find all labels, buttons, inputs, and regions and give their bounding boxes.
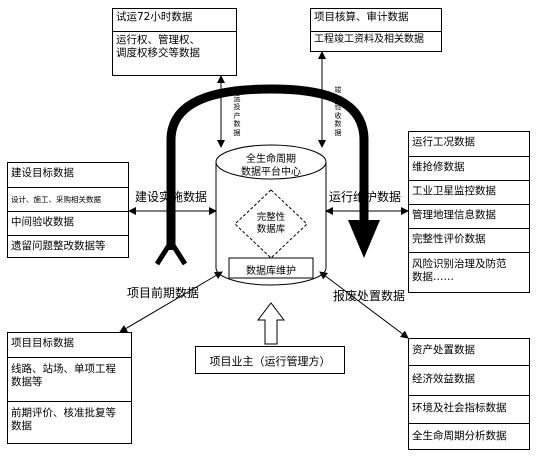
preliminary-arrow — [119, 271, 223, 333]
disposal-row-4: 全生命周期分析数据 — [409, 423, 529, 451]
preliminary-label: 项目前期数据 — [127, 286, 200, 300]
operation-box: 运行工况数据 维抢修数据 工业卫星监控数据 管理地理信息数据 完整性评价数据 风… — [408, 131, 530, 293]
preliminary-box: 项目目标数据 线路、站场、单项工程 数据等 前期评价、核准批复等 数据 — [7, 332, 132, 444]
maintenance-label: 数据库维护 — [246, 266, 296, 277]
preliminary-row-2a: 线路、站场、单项工程 — [11, 363, 116, 375]
owner-label: 项目业主（运行管理方） — [209, 355, 331, 368]
disposal-row-3: 环境及社会指标数据 — [409, 395, 529, 423]
disposal-row-1: 资产处置数据 — [412, 344, 475, 356]
preliminary-row-3b: 数据 — [11, 420, 32, 433]
commissioning-row-2b: 调度权移交等数据 — [116, 47, 200, 60]
platform-title-line2: 数据平台中心 — [241, 167, 301, 178]
integrity-db-label: 完整性 数据库 — [236, 212, 306, 236]
operation-row-6: 风险识别治理及防范 数据…… — [409, 252, 529, 294]
integrity-db-line2: 数据库 — [256, 224, 286, 235]
disposal-label: 报废处置数据 — [333, 289, 406, 303]
construction-label: 建设实施数据 — [135, 190, 208, 204]
commissioning-row-1: 试运72小时数据 — [116, 11, 193, 23]
preliminary-row-3a: 前期评价、核准批复等 — [11, 407, 116, 419]
operation-row-3: 工业卫星监控数据 — [409, 180, 529, 204]
construction-row-3: 中间验收数据 — [8, 211, 128, 235]
acceptance-box: 项目核算、审计数据 工程竣工资料及相关数据 — [310, 8, 442, 52]
owner-up-arrow — [256, 302, 286, 345]
acceptance-row-2: 工程竣工资料及相关数据 — [311, 31, 441, 53]
commissioning-vertical-label: 试运投产数据 — [233, 86, 241, 137]
commissioning-box: 试运72小时数据 运行权、管理权、 调度权移交等数据 — [112, 8, 237, 76]
construction-row-1: 建设目标数据 — [11, 167, 74, 179]
commissioning-row-2: 运行权、管理权、 调度权移交等数据 — [113, 31, 236, 77]
operation-row-6a: 风险识别治理及防范 — [412, 258, 507, 270]
commissioning-vertical-text: 试运投产数据 — [233, 86, 241, 137]
operation-row-1: 运行工况数据 — [412, 136, 475, 148]
operation-row-5: 完整性评价数据 — [409, 228, 529, 252]
operation-row-4: 管理地理信息数据 — [409, 204, 529, 228]
acceptance-row-1: 项目核算、审计数据 — [314, 11, 409, 23]
construction-row-2: 设计、施工、采购相关数据 — [8, 187, 128, 211]
platform-title-line1: 全生命周期 — [246, 154, 296, 165]
preliminary-row-2: 线路、站场、单项工程 数据等 — [8, 357, 131, 401]
owner-box: 项目业主（运行管理方） — [195, 346, 345, 374]
commissioning-row-2a: 运行权、管理权、 — [116, 34, 200, 46]
platform-title: 全生命周期 数据平台中心 — [221, 153, 321, 179]
disposal-arrow — [319, 271, 409, 339]
preliminary-row-1: 项目目标数据 — [11, 337, 74, 349]
acceptance-vertical-label: 竣工验收数据 — [334, 86, 342, 137]
preliminary-row-2b: 数据等 — [11, 376, 43, 389]
operation-row-2: 维抢修数据 — [409, 156, 529, 180]
acceptance-vertical-text: 竣工验收数据 — [334, 86, 342, 137]
integrity-db-line1: 完整性 — [256, 212, 286, 223]
operation-label: 运行维护数据 — [329, 190, 402, 204]
preliminary-row-3: 前期评价、核准批复等 数据 — [8, 401, 131, 445]
construction-row-4: 遗留问题整改数据等 — [8, 235, 128, 259]
operation-row-6b: 数据…… — [412, 271, 454, 284]
disposal-row-2: 经济效益数据 — [409, 365, 529, 395]
construction-box: 建设目标数据 设计、施工、采购相关数据 中间验收数据 遗留问题整改数据等 — [7, 162, 129, 258]
disposal-box: 资产处置数据 经济效益数据 环境及社会指标数据 全生命周期分析数据 — [408, 338, 530, 450]
